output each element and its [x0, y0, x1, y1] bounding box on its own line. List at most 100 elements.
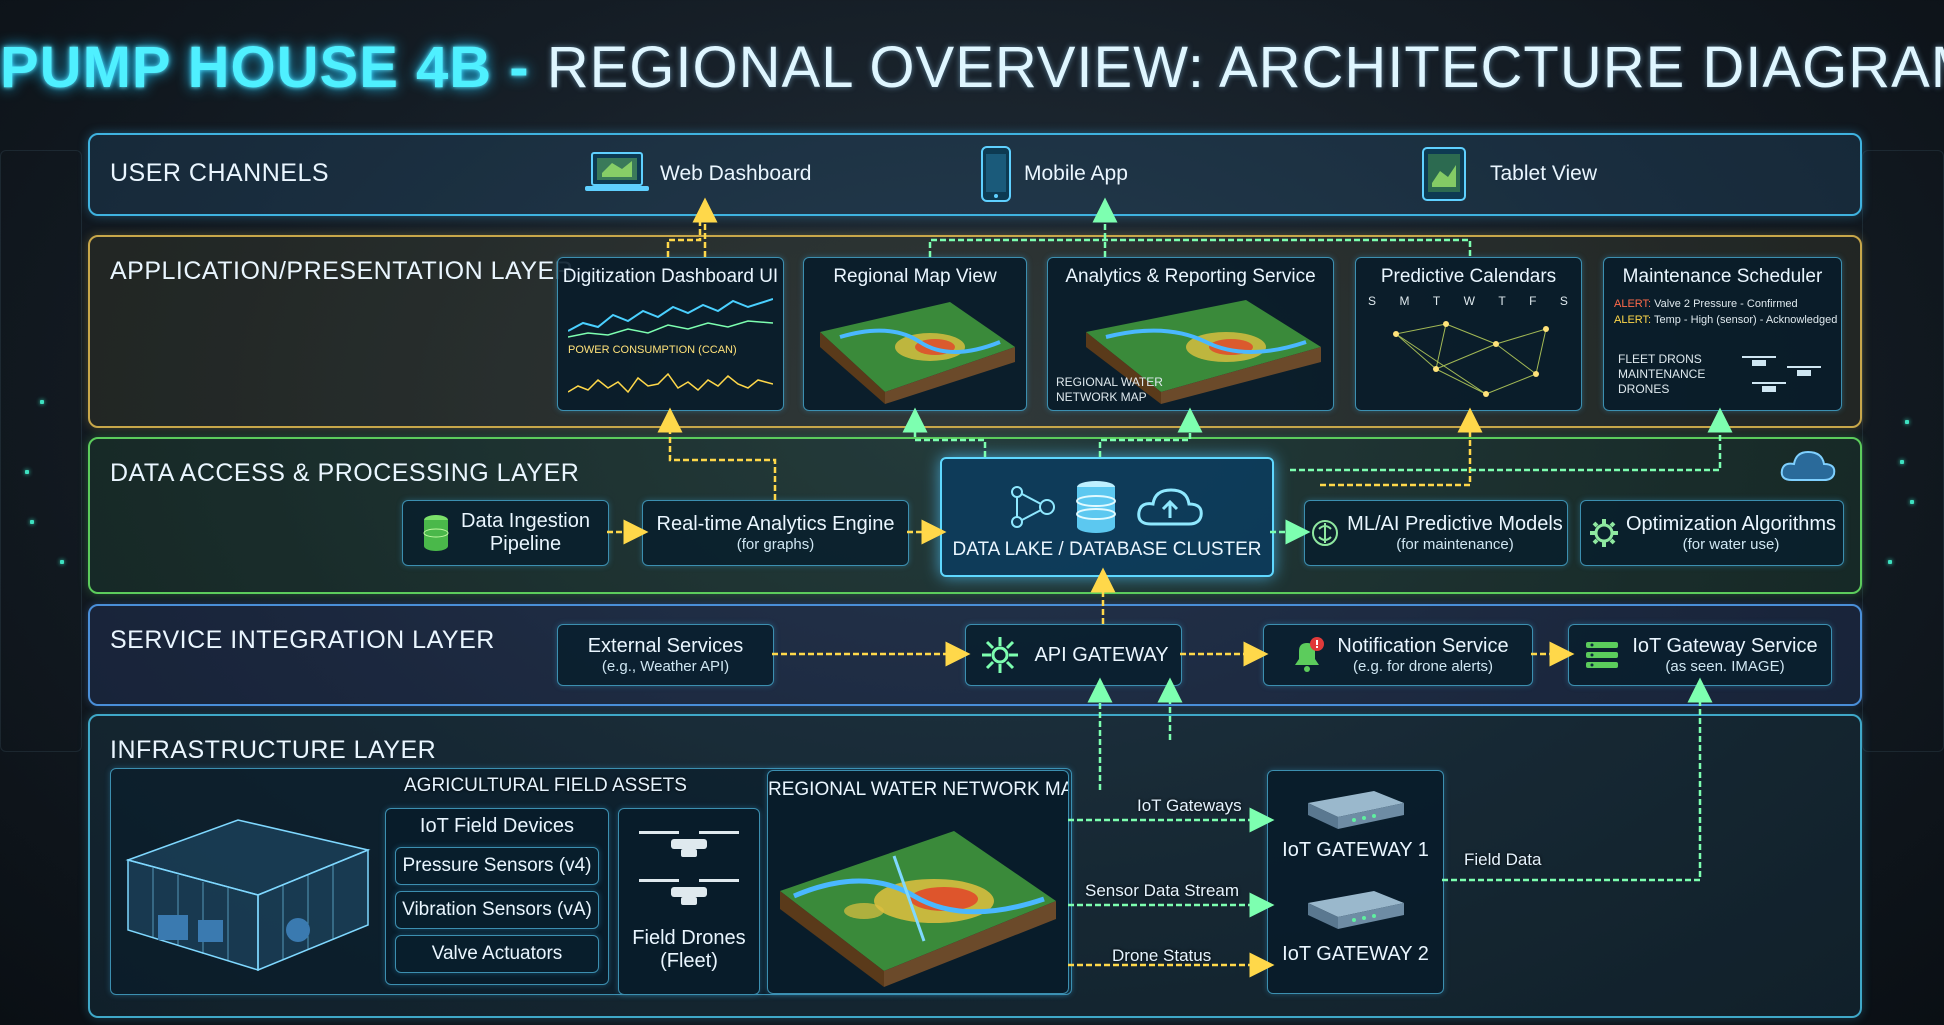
device-label: Pressure Sensors (v4) [402, 855, 592, 877]
regional-map-view-panel[interactable]: Regional Map View [803, 257, 1027, 411]
node-title-line-1: Data Ingestion [461, 510, 590, 532]
notification-service[interactable]: Notification Service(e.g. for drone aler… [1263, 624, 1533, 686]
node-title: Optimization Algorithms [1625, 513, 1837, 535]
pressure-sensors[interactable]: Pressure Sensors (v4) [395, 847, 599, 885]
external-services[interactable]: External Services(e.g., Weather API) [557, 624, 774, 686]
ml-ai-predictive-models[interactable]: ML/AI Predictive Models(for maintenance) [1304, 500, 1568, 566]
gateway-2[interactable]: IoT GATEWAY 2 [1268, 943, 1443, 966]
vibration-sensors[interactable]: Vibration Sensors (vA) [395, 891, 599, 929]
device-label: Valve Actuators [431, 943, 563, 965]
network-graph-icon [1393, 321, 1549, 397]
drones-line-1: Field Drones [632, 927, 746, 949]
data-lake-cluster[interactable]: DATA LAKE / DATABASE CLUSTER [940, 457, 1274, 577]
trend-chart-icon [568, 298, 773, 338]
node-title: DATA LAKE / DATABASE CLUSTER [952, 539, 1262, 561]
field-drones-fleet[interactable]: Field Drones (Fleet) [618, 808, 760, 995]
title-rest: REGIONAL OVERVIEW: ARCHITECTURE DIAGRAM [546, 35, 1944, 100]
weekday: F [1529, 294, 1537, 308]
channel-tablet-view[interactable]: Tablet View [1420, 145, 1597, 203]
iot-gateway-service[interactable]: IoT Gateway Service(as seen. IMAGE) [1568, 624, 1832, 686]
bell-icon [1295, 637, 1325, 672]
user-channels-layer: USER CHANNELS Web Dashboard Mobile App T… [88, 133, 1862, 216]
weekday: S [1559, 294, 1568, 308]
optimization-algorithms[interactable]: Optimization Algorithms(for water use) [1580, 500, 1844, 566]
channel-label: Mobile App [1024, 162, 1128, 185]
node-title: Notification Service [1337, 635, 1509, 657]
channel-web-dashboard[interactable]: Web Dashboard [582, 149, 811, 199]
alert-line-2: ALERT: Temp - High (sensor) - Acknowledg… [1614, 314, 1837, 328]
flow-drone-status: Drone Status [1112, 946, 1212, 965]
node-title: API GATEWAY [1034, 643, 1169, 666]
map-label-line-1: REGIONAL WATER [1056, 375, 1163, 389]
weekday: M [1399, 294, 1410, 308]
terrain-map-icon [820, 302, 1015, 404]
layer-title: USER CHANNELS [110, 159, 330, 187]
flow-sensor-data-stream: Sensor Data Stream [1085, 881, 1240, 900]
channel-label: Tablet View [1490, 162, 1598, 185]
layer-title: INFRASTRUCTURE LAYER [110, 736, 437, 764]
background-window-right [1862, 150, 1944, 752]
router-icon [1308, 891, 1404, 929]
node-title: IoT Gateway Service [1632, 635, 1818, 657]
device-label: Vibration Sensors (vA) [402, 899, 592, 921]
drones-label-3: DRONES [1618, 382, 1670, 396]
regional-water-network-map[interactable]: REGIONAL WATER NETWORK MAP [767, 770, 1069, 994]
chart-label: POWER CONSUMPTION (CCAN) [568, 344, 737, 356]
realtime-analytics-engine[interactable]: Real-time Analytics Engine(for graphs) [642, 500, 909, 566]
drones-label-1: FLEET DRONS [1618, 352, 1702, 366]
terrain-map-icon [780, 831, 1056, 987]
predictive-calendars-panel[interactable]: Predictive Calendars S M T W T F S [1355, 257, 1582, 411]
weekday: W [1463, 294, 1475, 308]
digitization-dashboard-panel[interactable]: Digitization Dashboard UI POWER CONSUMPT… [557, 257, 784, 411]
valve-actuators[interactable]: Valve Actuators [395, 935, 599, 973]
database-icon [423, 515, 449, 551]
alert-line-1: ALERT: Valve 2 Pressure - Confirmed [1614, 298, 1798, 312]
alert-tag: ALERT: [1614, 314, 1652, 326]
maintenance-scheduler-panel[interactable]: Maintenance Scheduler ALERT: Valve 2 Pre… [1603, 257, 1842, 411]
layer-title: DATA ACCESS & PROCESSING LAYER [110, 459, 580, 487]
drone-icon [1742, 356, 1821, 392]
panel-title: Maintenance Scheduler [1622, 266, 1823, 287]
background-window-left [0, 150, 82, 752]
weekday: T [1498, 294, 1506, 308]
node-title-line-2: Pipeline [489, 533, 562, 555]
drones-line-2: (Fleet) [660, 950, 718, 972]
channel-label: Web Dashboard [660, 162, 812, 185]
drones-label-2: MAINTENANCE [1618, 367, 1706, 381]
calendar-weekdays: S M T W T F S [1368, 294, 1568, 309]
terrain-map-icon [1086, 300, 1321, 404]
laptop-icon [585, 152, 649, 191]
brain-icon [1312, 520, 1339, 546]
panel-title: Digitization Dashboard UI [562, 266, 779, 287]
api-gateway[interactable]: API GATEWAY [965, 624, 1182, 686]
drone-icon [639, 831, 739, 905]
analytics-reporting-panel[interactable]: Analytics & Reporting Service REGIONAL W… [1047, 257, 1334, 411]
weekday: S [1368, 294, 1377, 308]
panel-title: Predictive Calendars [1380, 266, 1557, 287]
node-subtitle: (for water use) [1682, 536, 1780, 553]
iot-field-devices-group: IoT Field Devices Pressure Sensors (v4) … [385, 808, 609, 985]
gateway-label: IoT GATEWAY 1 [1282, 839, 1429, 861]
cloud-icon [1137, 488, 1203, 526]
ag-assets-title: AGRICULTURAL FIELD ASSETS [404, 775, 687, 796]
drones-label: Field Drones (Fleet) [619, 927, 759, 973]
weekday: T [1432, 294, 1441, 308]
gateway-1[interactable]: IoT GATEWAY 1 [1268, 839, 1443, 862]
database-icon [1076, 481, 1116, 534]
power-chart-icon [568, 372, 773, 394]
pump-house-icon [125, 819, 371, 972]
tablet-icon [1422, 147, 1466, 201]
map-label-line-2: NETWORK MAP [1056, 390, 1147, 404]
alert-tag: ALERT: [1614, 298, 1652, 310]
gear-icon [1589, 519, 1618, 547]
layer-title: APPLICATION/PRESENTATION LAYER [110, 257, 574, 285]
hub-icon [1011, 486, 1055, 529]
node-title: ML/AI Predictive Models [1347, 513, 1563, 535]
channel-mobile-app[interactable]: Mobile App [978, 145, 1128, 203]
phone-icon [981, 146, 1011, 202]
panel-title: REGIONAL WATER NETWORK MAP [768, 779, 1069, 800]
page-title: PUMP HOUSE 4B - REGIONAL OVERVIEW: ARCHI… [0, 34, 1944, 101]
panel-title: Regional Map View [833, 266, 997, 287]
flow-field-data: Field Data [1464, 850, 1542, 869]
